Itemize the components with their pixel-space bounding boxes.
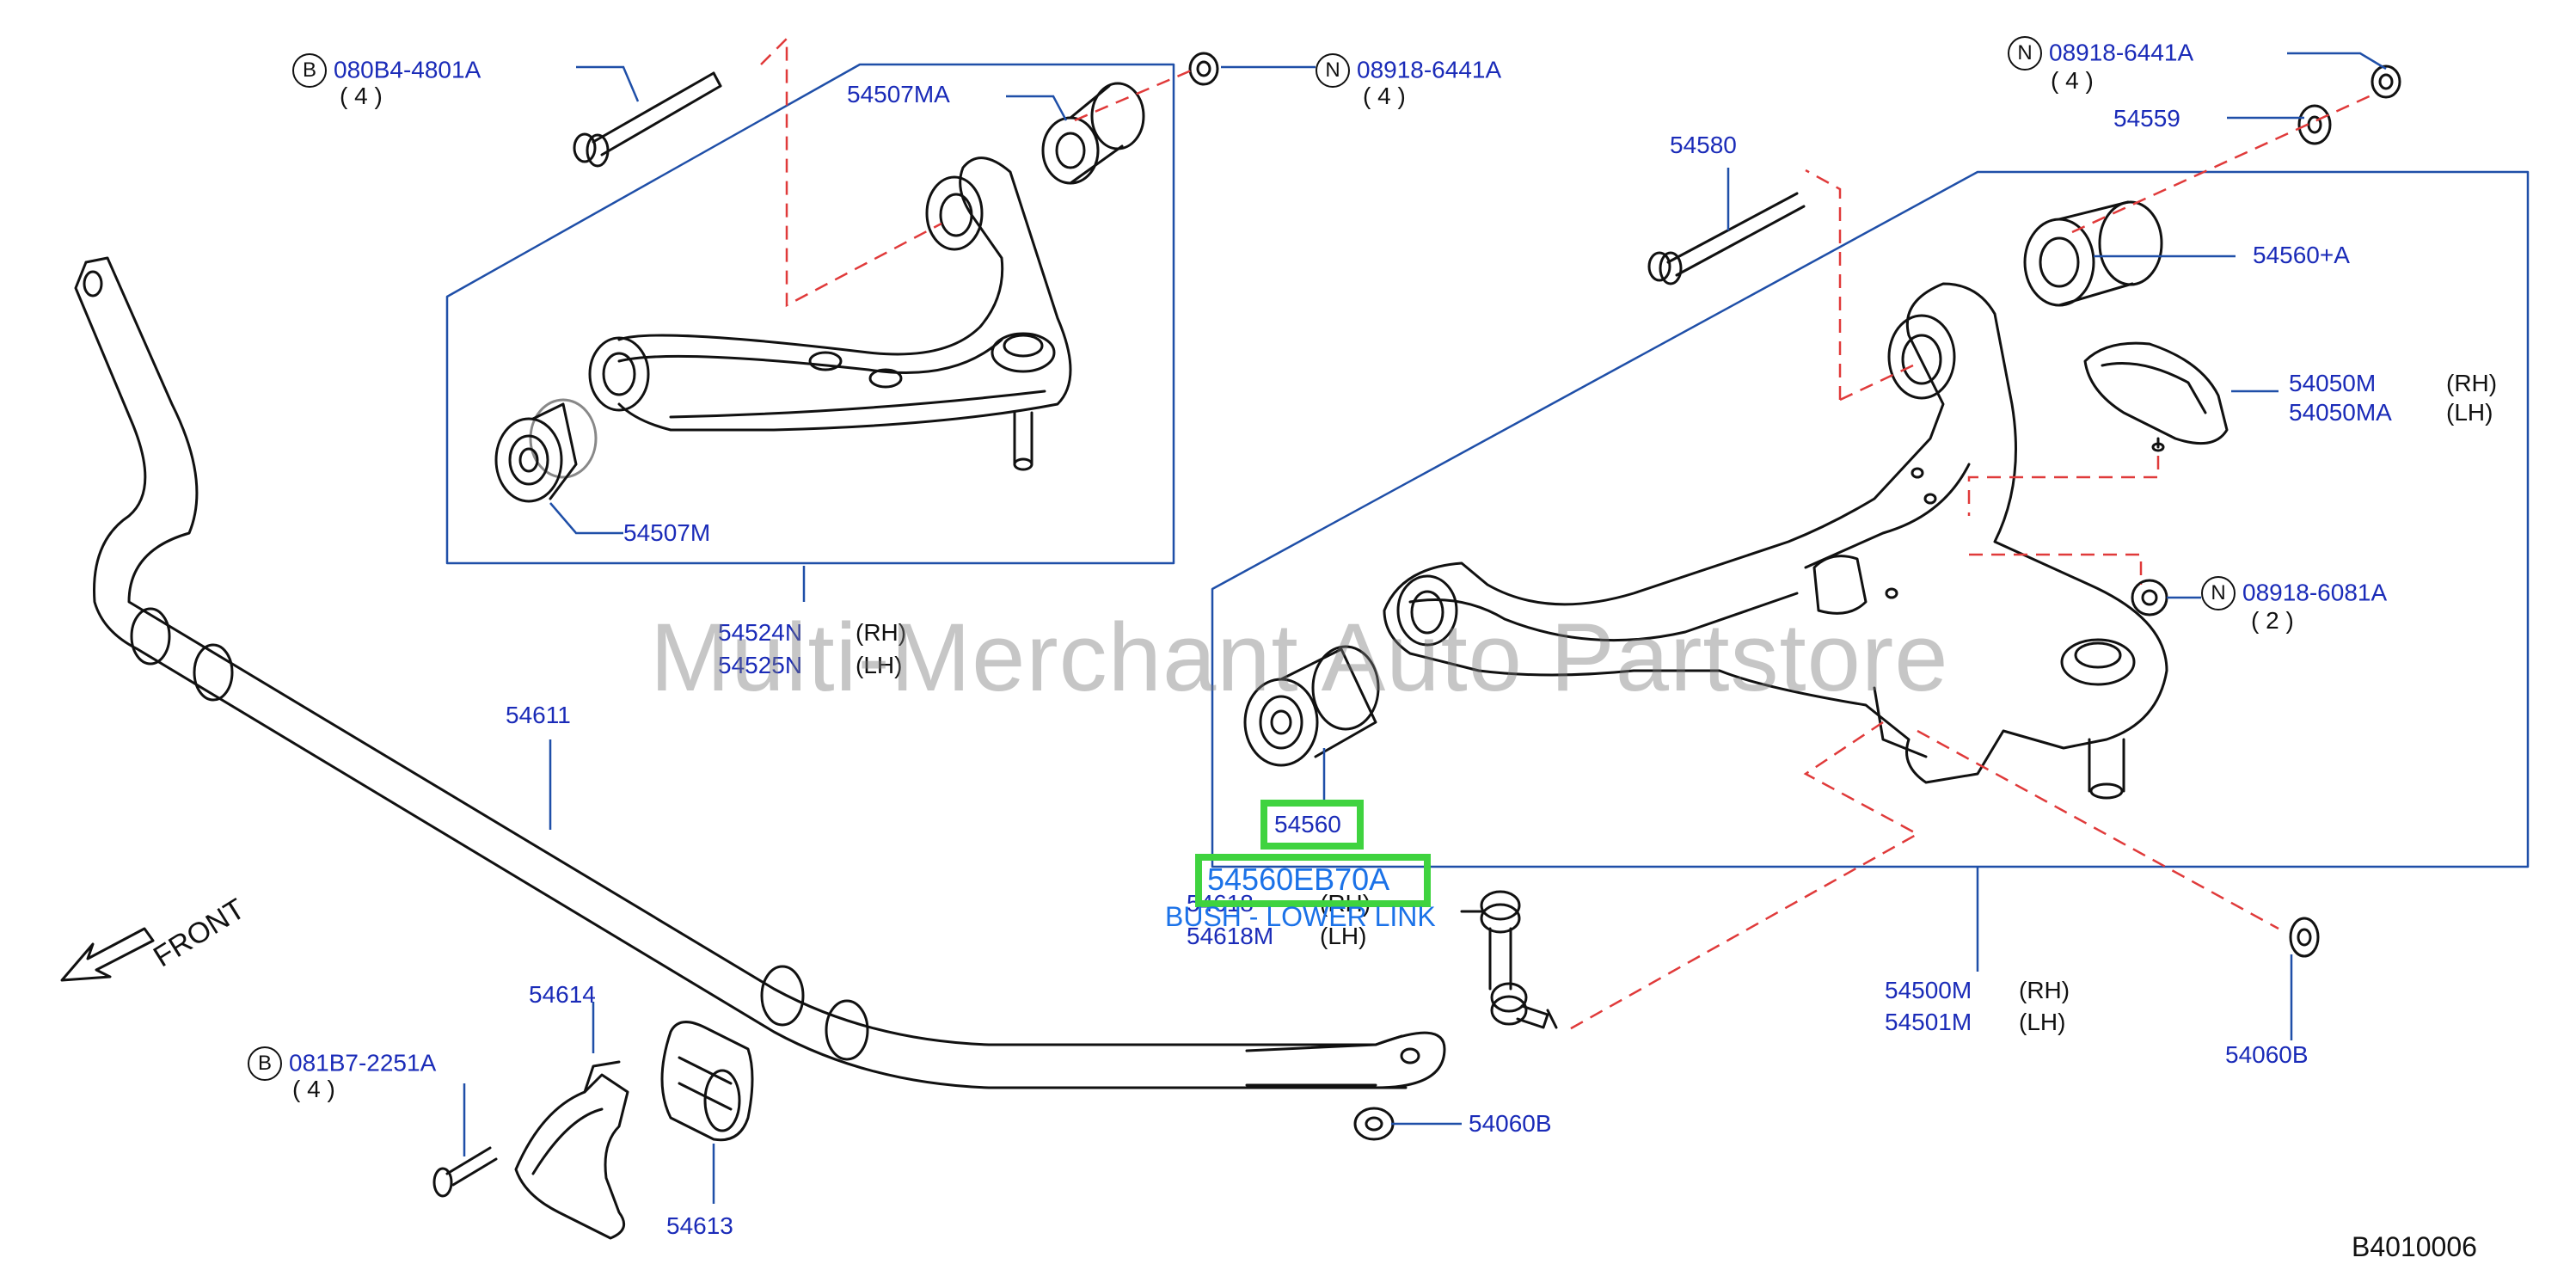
label-54618M[interactable]: 54618M [1187, 923, 1274, 949]
nut-symbol: N [1316, 52, 1350, 88]
highlight-box-54560 [1260, 800, 1364, 850]
nut-54060B-right [2289, 917, 2320, 958]
callout-nut-upper: N 08918-6441A [1316, 52, 1501, 88]
label-54507MA[interactable]: 54507MA [847, 81, 950, 107]
quantity: ( 2 ) [2251, 607, 2294, 634]
part-number[interactable]: 08918-6441A [1357, 56, 1502, 83]
side-lh: (LH) [856, 652, 903, 678]
label-54524N[interactable]: 54524N [718, 619, 803, 646]
label-54525N[interactable]: 54525N [718, 652, 803, 678]
front-arrow [60, 927, 155, 982]
label-54611[interactable]: 54611 [506, 702, 571, 728]
upper-nut-08918 [1188, 52, 1219, 86]
label-54560[interactable]: 54560 [1274, 811, 1341, 837]
label-54501M[interactable]: 54501M [1885, 1009, 1972, 1035]
label-54614[interactable]: 54614 [529, 981, 596, 1008]
nut-symbol: N [2201, 575, 2236, 610]
stabilizer-link [1460, 890, 1558, 1029]
lower-arm-group-frame [1211, 170, 2530, 868]
lower-bolt-54580 [1647, 192, 1806, 285]
nut-top-right [2371, 64, 2401, 99]
quantity: ( 4 ) [340, 83, 383, 109]
bushing-54613 [660, 1021, 754, 1142]
callout-nut-lower-top: N 08918-6441A [2008, 34, 2193, 71]
bolt-symbol: B [248, 1046, 282, 1081]
lower-control-arm [1383, 282, 2168, 800]
label-54050M[interactable]: 54050M [2289, 370, 2377, 396]
highlight-part-number[interactable]: 54560EB70A [1207, 862, 1390, 897]
side-rh: (RH) [2446, 370, 2498, 396]
quantity: ( 4 ) [2051, 67, 2094, 94]
side-rh: (RH) [856, 619, 907, 646]
part-number[interactable]: 08918-6441A [2049, 39, 2194, 66]
lower-bushing-54560A [2023, 200, 2163, 307]
label-54613[interactable]: 54613 [666, 1212, 733, 1239]
quantity: ( 4 ) [292, 1076, 335, 1102]
label-54500M[interactable]: 54500M [1885, 977, 1972, 1003]
washer-54559 [2297, 104, 2332, 145]
highlight-box-part [1195, 854, 1431, 907]
side-rh: (RH) [2019, 977, 2070, 1003]
upper-control-arm [588, 156, 1072, 471]
callout-bolt-upper: B 080B4-4801A [292, 52, 481, 88]
highlight-description: BUSH - LOWER LINK [1165, 901, 1436, 932]
side-lh: (LH) [1320, 923, 1367, 949]
nut-symbol: N [2008, 35, 2042, 71]
label-54560A[interactable]: 54560+A [2253, 242, 2350, 268]
label-54580[interactable]: 54580 [1670, 132, 1737, 158]
diagram-id: B4010006 [2352, 1231, 2477, 1262]
bolt-081B7 [432, 1146, 498, 1198]
lower-bushing-54560 [1243, 645, 1380, 767]
label-54559[interactable]: 54559 [2113, 105, 2180, 132]
upper-bolt-080B4 [573, 71, 722, 168]
part-number[interactable]: 08918-6081A [2242, 579, 2388, 606]
label-54060B-bottom[interactable]: 54060B [1469, 1110, 1552, 1137]
label-54050MA[interactable]: 54050MA [2289, 399, 2392, 426]
part-number[interactable]: 080B4-4801A [334, 56, 481, 83]
stabilizer-bar [74, 256, 1446, 1089]
label-54507M[interactable]: 54507M [623, 519, 711, 546]
part-number[interactable]: 081B7-2251A [289, 1049, 437, 1077]
nut-mid-right [2131, 579, 2168, 617]
bumper-54050M [2083, 341, 2229, 452]
nut-54060B-bottom [1353, 1107, 1395, 1141]
quantity: ( 4 ) [1363, 83, 1406, 109]
upper-bushing-54507MA [1041, 82, 1145, 185]
upper-arm-group-frame [445, 63, 1175, 565]
bolt-symbol: B [292, 52, 327, 88]
upper-bushing-54507M [494, 398, 598, 503]
label-54060B-right[interactable]: 54060B [2225, 1041, 2309, 1068]
clamp-54614 [514, 1060, 629, 1240]
side-lh: (LH) [2446, 399, 2493, 426]
side-lh: (LH) [2019, 1009, 2066, 1035]
watermark: Multi-Merchant Auto Partstore [650, 604, 1949, 711]
